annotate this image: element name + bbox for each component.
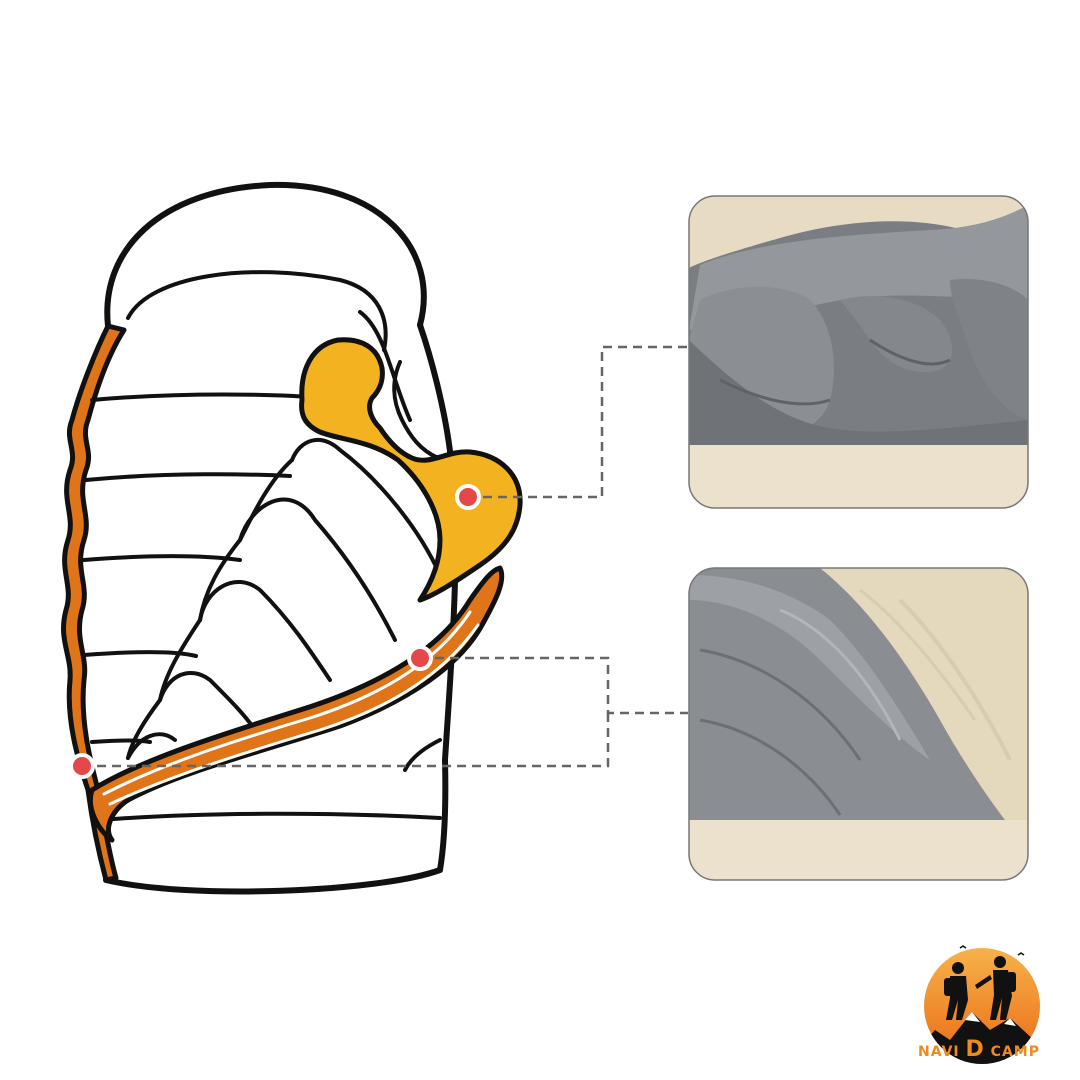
- callout-markers: [69, 484, 481, 779]
- leader-line-zipper-2: [82, 713, 610, 768]
- inner-pleat: [158, 670, 257, 732]
- baffle-line: [90, 738, 152, 744]
- inner-pleat: [158, 618, 202, 702]
- inner-pleat: [198, 538, 242, 622]
- zipper-closeup-photo: [688, 567, 1029, 881]
- zipper-baffle-stripe: [102, 610, 472, 796]
- baffle-line: [98, 811, 442, 822]
- inner-pleat: [198, 579, 332, 682]
- marker-collar: [455, 484, 481, 510]
- leader-line-collar: [468, 345, 688, 499]
- logo-brand-right: CAMP: [991, 1044, 1040, 1060]
- leader-lines: [82, 345, 688, 768]
- draft-collar-inner: [392, 360, 440, 460]
- inner-pleat: [290, 438, 442, 577]
- zipper-baffle-stripe: [108, 623, 480, 806]
- inner-pleat: [238, 497, 397, 642]
- bag-right-edge: [103, 322, 459, 895]
- sleeping-bag-illustration: [61, 181, 523, 895]
- baffle-line: [90, 392, 324, 402]
- hood-inner-2: [358, 310, 412, 422]
- baffle-line: [82, 650, 198, 658]
- inner-pleat: [126, 698, 162, 760]
- hood-inner: [126, 270, 388, 352]
- marker-zipper-edge: [69, 753, 95, 779]
- inner-pleat: [238, 458, 294, 542]
- left-zipper-band: [61, 323, 127, 883]
- logo-brand-mid: D: [966, 1037, 985, 1062]
- svg-text:NAVI D CAMP: NAVI D CAMP: [918, 1037, 1040, 1062]
- baffle-line: [403, 738, 442, 772]
- baffle-line: [82, 554, 242, 562]
- marker-zipper-baffle: [407, 645, 433, 671]
- navidcamp-logo: NAVI D CAMP: [918, 945, 1040, 1064]
- logo-brand-left: NAVI: [918, 1044, 960, 1060]
- hood-outline: [104, 181, 427, 329]
- collar-closeup-photo: [688, 195, 1029, 509]
- baffle-line: [84, 472, 292, 482]
- draft-collar: [299, 337, 523, 603]
- zipper-baffle: [88, 565, 505, 843]
- leader-line-zipper-1: [420, 656, 688, 715]
